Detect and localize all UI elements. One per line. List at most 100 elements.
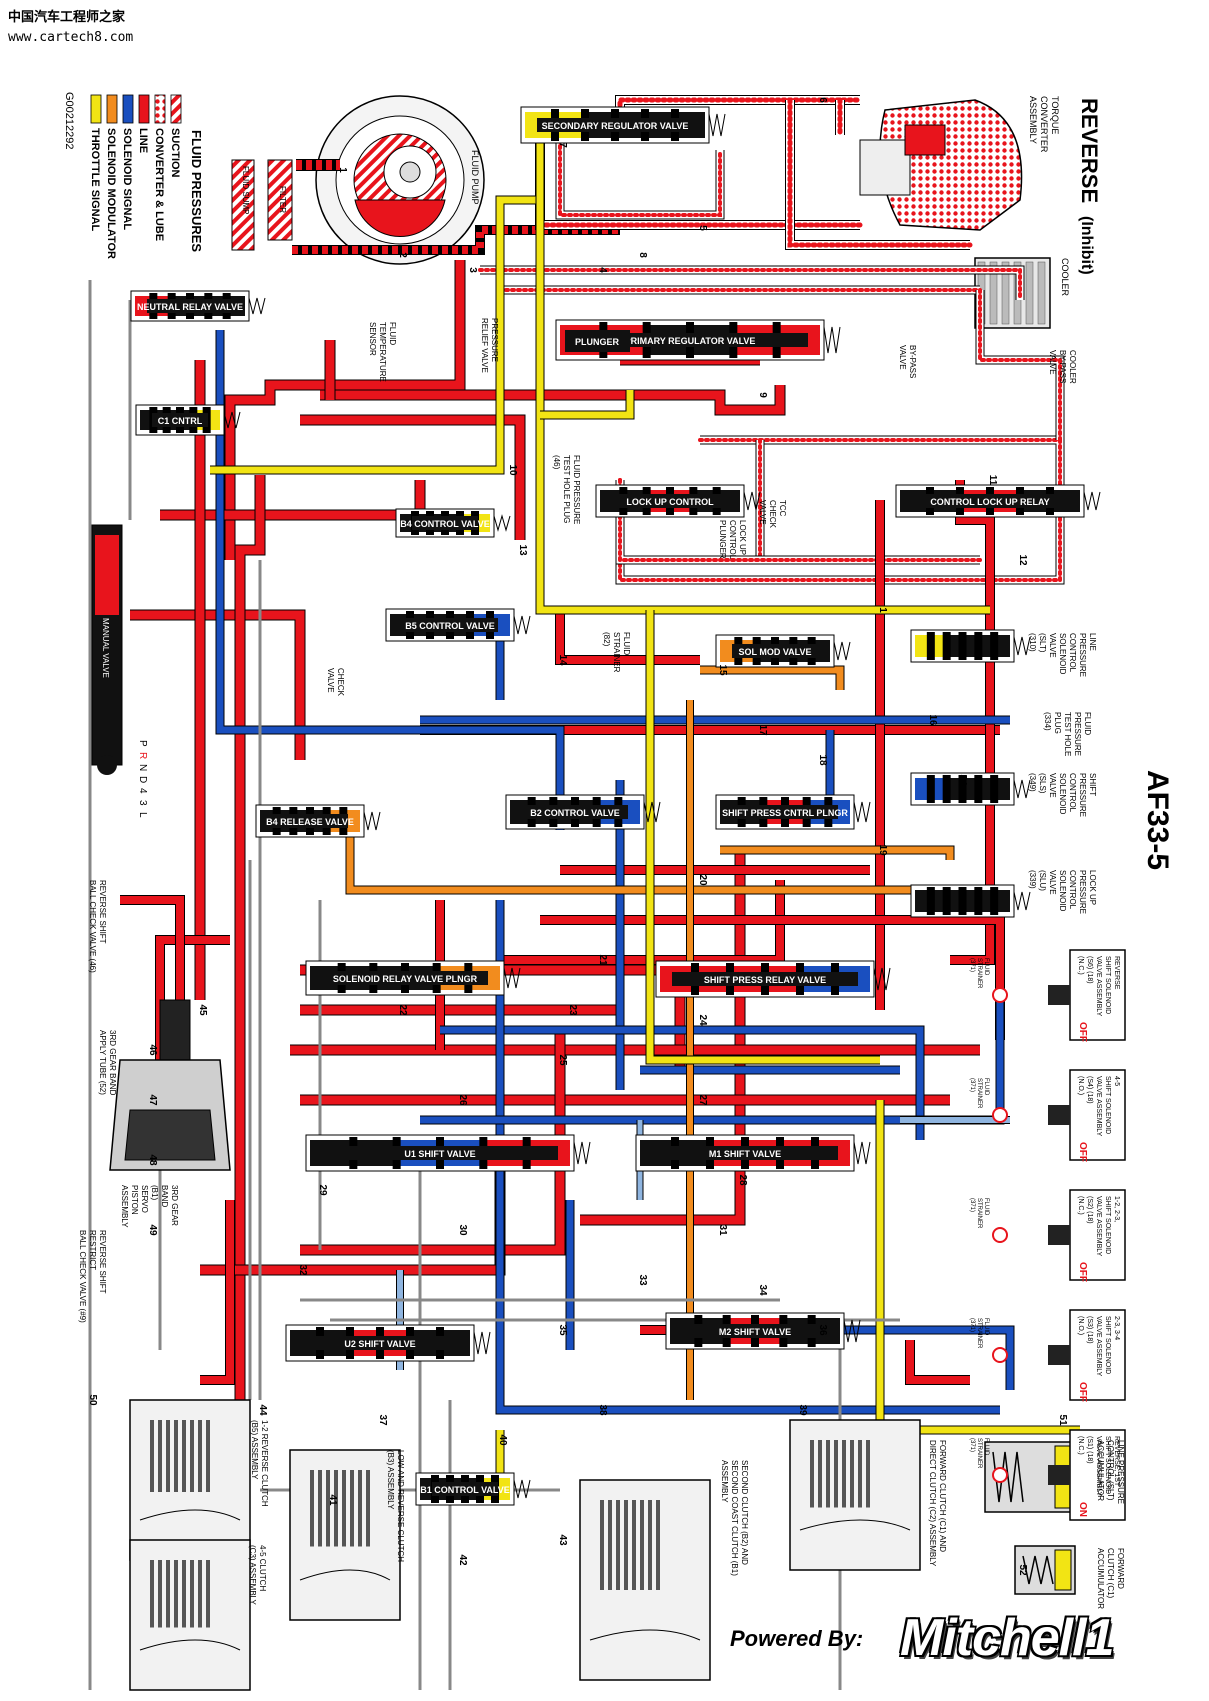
slt-solenoid-label: SOLENOID (1058, 633, 1067, 675)
tcc-check-valve-label: VALVE (758, 500, 767, 525)
c1-accumulator-label: CLUTCH (C1) (1106, 1548, 1115, 1599)
passage-number: 14 (557, 654, 568, 666)
solenoid-label: (N.O.) (1077, 1076, 1084, 1095)
passage-number: 31 (717, 1224, 728, 1236)
tcc-check-valve-label: CHECK (768, 500, 777, 529)
band-servo-label: PISTON (130, 1185, 139, 1215)
slt-solenoid-label: PRESSURE (1078, 633, 1087, 677)
fluid-temp-sensor-label: SENSOR (368, 322, 377, 356)
fluid-pump: FLUID PUMP (315, 95, 485, 265)
gear-position: 4 (137, 788, 148, 794)
primary-regulator-valve-label: PRIMARY REGULATOR VALVE (625, 336, 756, 346)
b2-clutch-label: SECOND COAST CLUTCH (B1) (730, 1460, 739, 1576)
passage-number: 1 (337, 167, 348, 173)
passage (556, 140, 724, 219)
sls-solenoid-label: SOLENOID (1058, 773, 1067, 815)
gear-position: P (137, 740, 148, 747)
passage (500, 880, 784, 964)
solenoid-label: SHIFT SOLENOID (1104, 1436, 1111, 1494)
u2-shift-valve: U2 SHIFT VALVE (285, 1324, 491, 1362)
passage-number: 41 (327, 1494, 338, 1506)
passage-number: 54 (957, 774, 968, 786)
legend-label: CONVERTER & LUBE (153, 128, 165, 241)
fluid-pump-label: FLUID PUMP (470, 150, 480, 205)
band-apply-tube-label: APPLY TUBE (52) (98, 1030, 107, 1095)
slu-solenoid-label: CONTROL (1068, 870, 1077, 910)
strainer-82-label: STRAINER (612, 632, 621, 673)
solenoid-label: SHIFT SOLENOID (1104, 1196, 1111, 1254)
b3-clutch-label: LOW AND REVERSE CLUTCH (396, 1450, 405, 1562)
passage-number: 48 (147, 1154, 158, 1166)
diagram-title: REVERSE (Inhibit) AF33-5 (1077, 98, 1174, 870)
c3-clutch-label: (C3) ASSEMBLY (248, 1545, 257, 1606)
passage (440, 1026, 924, 1140)
c1-accumulator-label: FORWARD (1116, 1548, 1125, 1589)
b3-clutch-label: (B3) ASSEMBLY (386, 1450, 395, 1510)
test-hole-334-label: PLUG (1053, 712, 1062, 734)
passage (540, 390, 634, 419)
b1-control-valve-label: B1 CONTROL VALVE (420, 1485, 510, 1495)
sls-solenoid-body (910, 772, 1031, 806)
b5-clutch-label: 1-2 REVERSE CLUTCH (260, 1420, 269, 1507)
title-inhibit: (Inhibit) (1078, 216, 1095, 275)
passage-number: 19 (877, 844, 888, 856)
clutch-pack (129, 1539, 251, 1691)
b2-clutch-label: ASSEMBLY (720, 1460, 729, 1503)
passage-number: 51 (1057, 1414, 1068, 1426)
shift-press-relay-valve: SHIFT PRESS RELAY VALVE (655, 960, 891, 998)
neutral-relay-valve: NEUTRAL RELAY VALVE (130, 290, 266, 322)
passage (496, 900, 1000, 1414)
b4-release-valve-label: B4 RELEASE VALVE (266, 817, 354, 827)
accumulator (1014, 1545, 1076, 1595)
sls-solenoid-label: SHIFT (1088, 773, 1097, 796)
fluid-sump-label: FLUID SUMP (241, 166, 250, 214)
solenoid-label: SHIFT SOLENOID (1104, 1076, 1111, 1134)
c1-c2-clutch-label: FORWARD CLUTCH (C1) AND (938, 1440, 947, 1552)
solenoid-label: (S6) (18) (1086, 956, 1093, 984)
passage-dots (978, 288, 1062, 442)
test-hole-334-label: PRESSURE (1073, 712, 1082, 756)
gear-position: R (137, 752, 148, 759)
b5-control-valve-label: B5 CONTROL VALVE (405, 621, 495, 631)
passage-number: 30 (457, 1224, 468, 1236)
passage-number: 2 (397, 252, 408, 258)
check-valve-label: VALVE (326, 668, 335, 693)
passage-number: 52 (1017, 1564, 1028, 1576)
reverse-restrict-label: REVERSE SHIFT (98, 1230, 107, 1294)
passage (346, 820, 980, 894)
reverse-restrict-label: BALL CHECK VALVE (#9) (78, 1230, 87, 1323)
gear-position: N (137, 764, 148, 771)
strainer-371-label: STRAINER (976, 1078, 982, 1109)
clutch-pack (579, 1479, 711, 1681)
secondary-regulator-valve: SECONDARY REGULATOR VALVE (520, 106, 726, 144)
sls-solenoid-label: PRESSURE (1078, 773, 1087, 817)
lock-up-relay-valve-label: CONTROL LOCK UP RELAY (930, 497, 1049, 507)
shift-press-control-valve-label: SHIFT PRESS CNTRL PLNGR (722, 808, 848, 818)
brand-logo: Mitchell1 (900, 1609, 1114, 1667)
passage-number: 13 (517, 544, 528, 556)
plunger-label: PLUNGER (575, 337, 620, 347)
passage-number: 16 (927, 714, 938, 726)
gear-position: 3 (137, 800, 148, 806)
passage-number: 10 (507, 464, 518, 476)
m2-shift-valve-label: M2 SHIFT VALVE (719, 1327, 791, 1337)
slt-solenoid-body (910, 629, 1031, 663)
passage (300, 1030, 565, 1255)
slu-solenoid-body (910, 884, 1031, 918)
solenoid-label: 2-3, 3-4 (1113, 1316, 1120, 1340)
passage (536, 190, 990, 614)
passage-number: 26 (457, 1094, 468, 1106)
solenoid-state: OFF (1077, 1022, 1088, 1042)
legend-swatch (154, 94, 166, 124)
band-servo-label: SERVO (140, 1185, 149, 1213)
tcc-check-valve-label: TCC (778, 500, 787, 517)
slu-solenoid-label: SOLENOID (1058, 870, 1067, 912)
passage-number: 45 (197, 1004, 208, 1016)
lock-up-relay-valve: CONTROL LOCK UP RELAY (895, 484, 1101, 518)
